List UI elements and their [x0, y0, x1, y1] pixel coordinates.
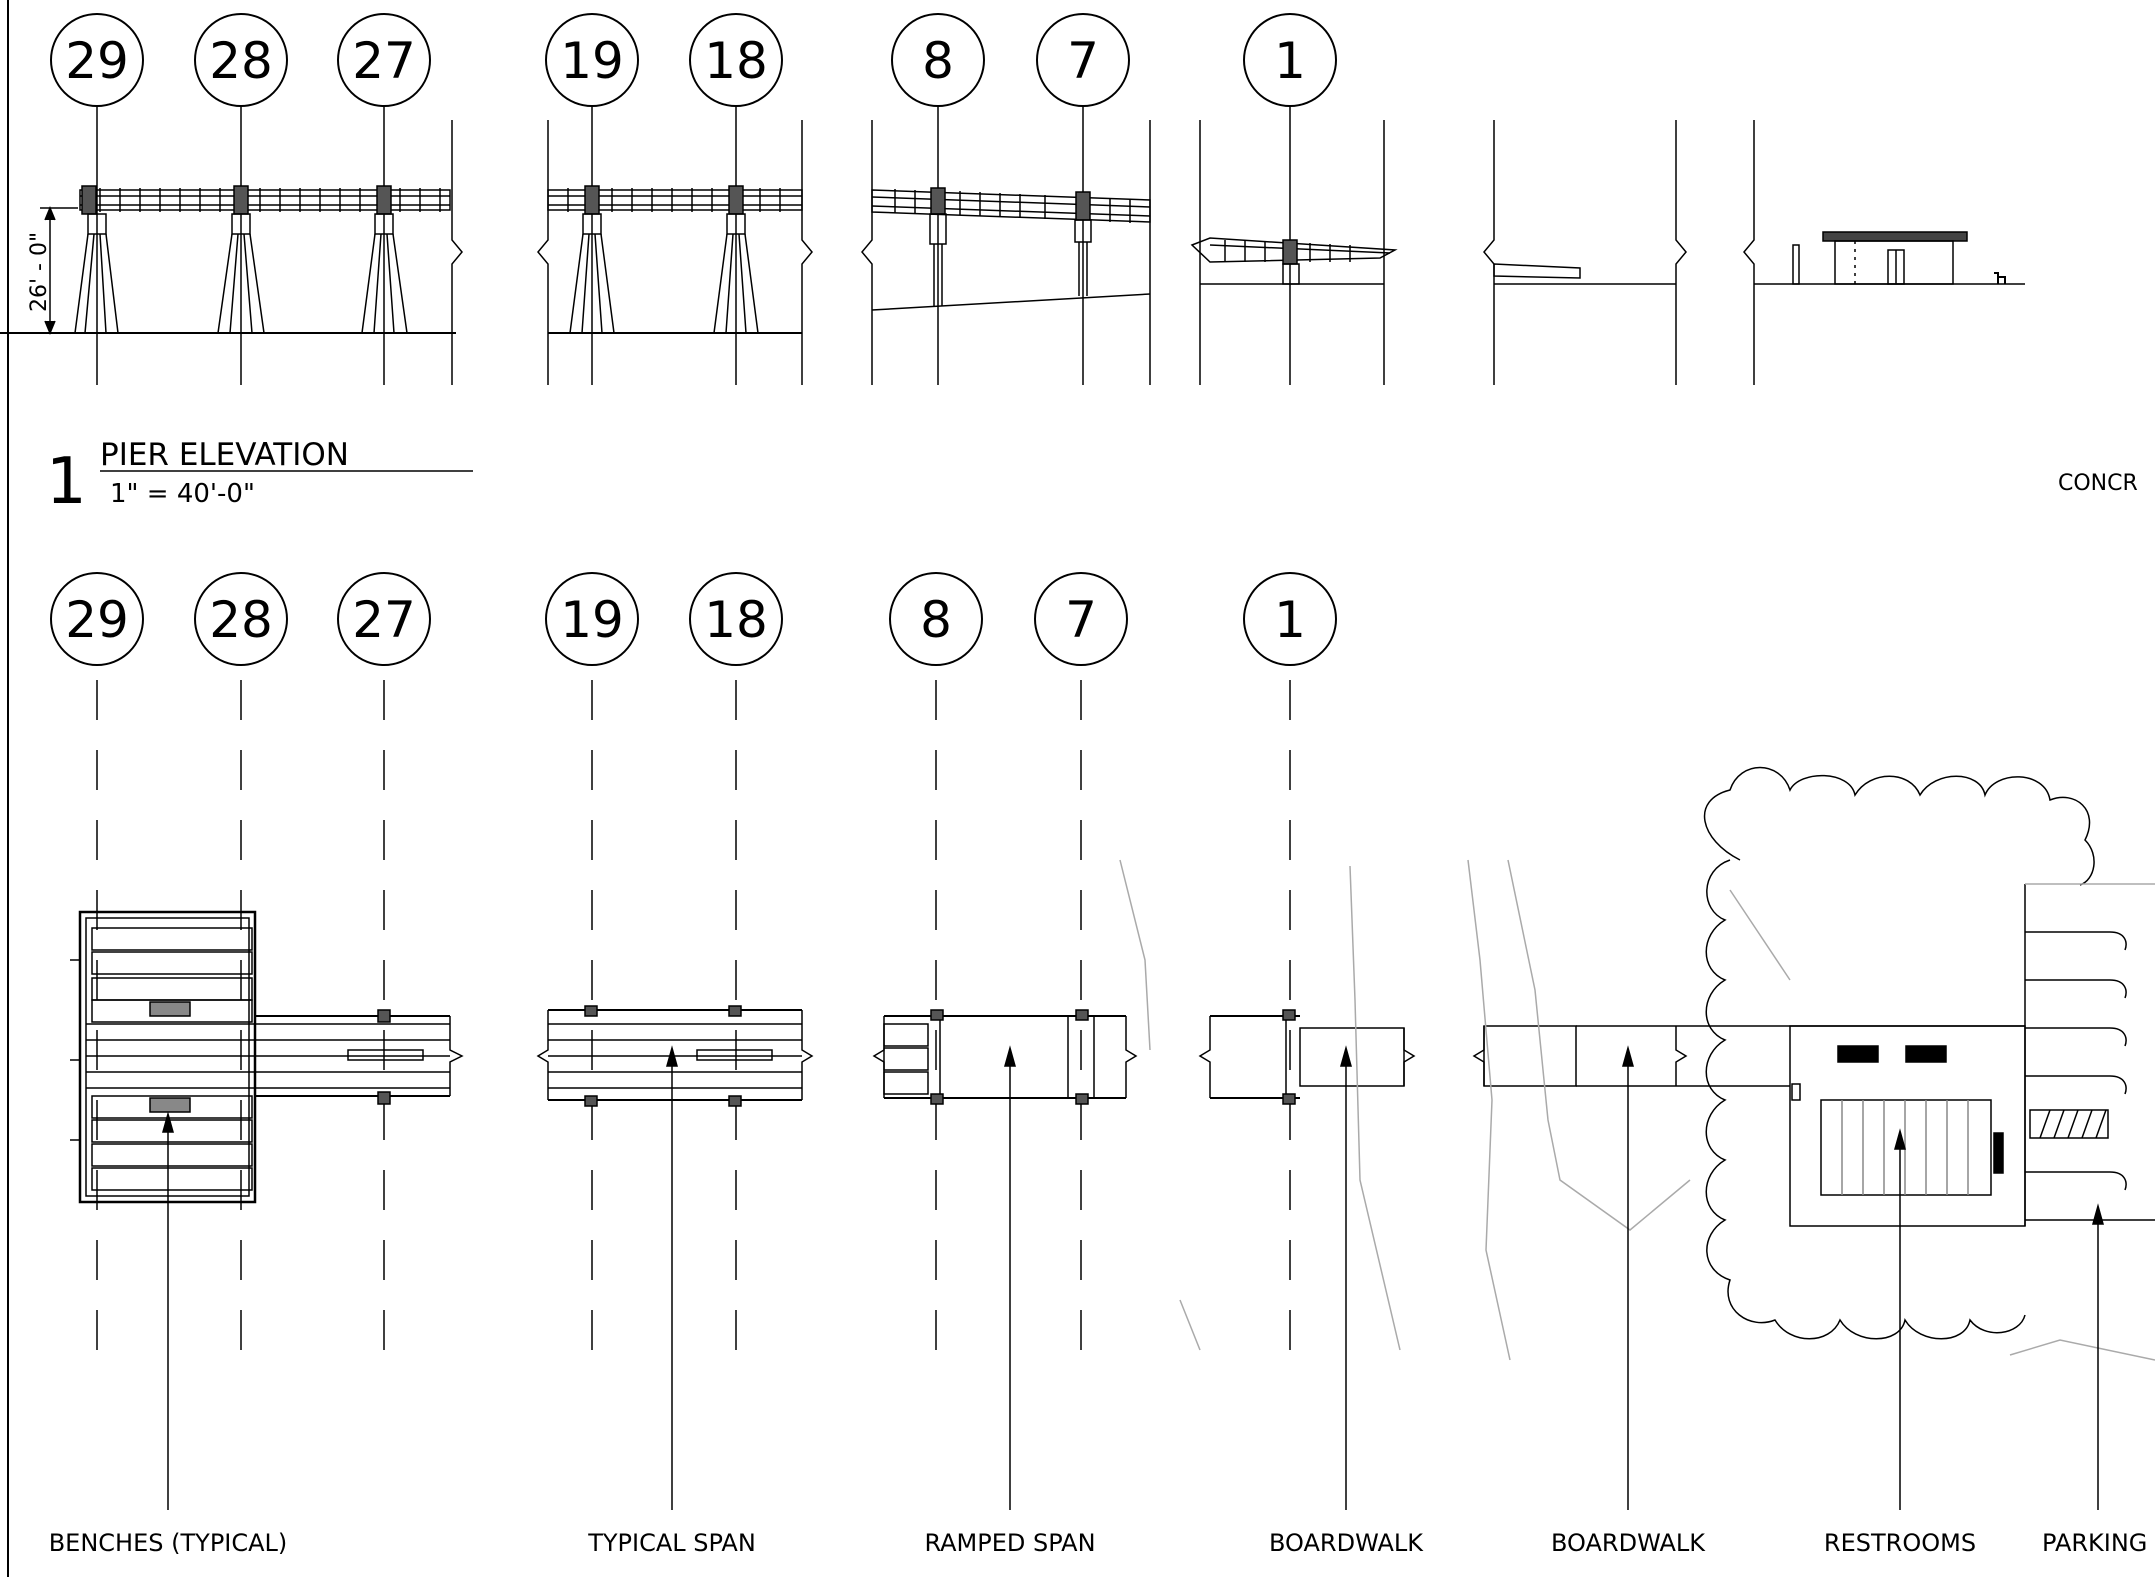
plan-typical-span: [536, 1005, 814, 1107]
label-benches: BENCHES (TYPICAL): [49, 1529, 288, 1557]
elevation-segment-pier-end: [0, 120, 463, 385]
label-typical-span: TYPICAL SPAN: [587, 1529, 756, 1557]
plan-leaders: [162, 1045, 2104, 1510]
elevation-segment-ramped: [861, 120, 1151, 385]
elev-bubble-label: 8: [922, 32, 954, 90]
plan-bubble-19[interactable]: [545, 572, 639, 666]
plan-shoreline: [1119, 859, 2155, 1361]
elevation-title-number: 1: [46, 445, 87, 519]
plan-bubble-1[interactable]: [1243, 572, 1337, 666]
label-restrooms: RESTROOMS: [1824, 1529, 1976, 1557]
elevation-grid-lines: [96, 106, 1291, 385]
height-dimension-label: 26' - 0": [27, 232, 52, 312]
plan-bubble-label: 19: [560, 591, 624, 649]
elev-bubble-label: 29: [65, 32, 129, 90]
elev-bubble-label: 19: [560, 32, 624, 90]
elevation-segment-abutment: [1190, 120, 1398, 385]
plan-bubble-label: 29: [65, 591, 129, 649]
elev-bubble-label: 7: [1067, 32, 1099, 90]
height-dimension: [40, 206, 78, 335]
plan-bubble-label: 28: [209, 591, 273, 649]
plan-boardwalk-1: [1198, 1009, 1416, 1105]
plan-pier-deck-tail: [86, 1009, 464, 1105]
plan-bubble-27[interactable]: [337, 572, 431, 666]
elevation-title-block: 1 PIER ELEVATION 1" = 40'-0": [46, 437, 473, 519]
plan-boardwalk-2: [1472, 1025, 1688, 1087]
elev-bubble-label: 27: [352, 32, 416, 90]
label-ramped-span: RAMPED SPAN: [924, 1529, 1095, 1557]
plan-bubble-label: 8: [920, 591, 952, 649]
plan-parking: [2024, 883, 2155, 1226]
plan-restroom-pad: [1676, 1025, 2026, 1227]
plan-bubble-label: 7: [1065, 591, 1097, 649]
elevation-bubble-labels: 29 28 27 19 18 8 7 1: [65, 32, 1306, 90]
elevation-title-name: PIER ELEVATION: [100, 437, 349, 473]
plan-bubble-label: 18: [704, 591, 768, 649]
label-boardwalk-1: BOARDWALK: [1269, 1529, 1424, 1557]
plan-bubble-label: 27: [352, 591, 416, 649]
plan-grid-lines: [96, 680, 1291, 1375]
plan-labels: BENCHES (TYPICAL) TYPICAL SPAN RAMPED SP…: [49, 1529, 2148, 1557]
plan-bubble-label: 1: [1274, 591, 1306, 649]
elev-bubble-label: 28: [209, 32, 273, 90]
elevation-segment-typical: [537, 120, 813, 385]
plan-bubble-7[interactable]: [1034, 572, 1128, 666]
label-parking: PARKING: [2042, 1529, 2147, 1557]
elevation-segment-restroom: [1743, 120, 2025, 385]
plan-bubble-8[interactable]: [889, 572, 983, 666]
elev-bubble-label: 18: [704, 32, 768, 90]
elev-bubble-label: 1: [1274, 32, 1306, 90]
plan-tree-canopy: [1703, 766, 2095, 1340]
plan-ramped-span: [872, 1009, 1138, 1105]
plan-bubble-29[interactable]: [50, 572, 144, 666]
elevation-segment-boardwalk: [1483, 120, 1687, 385]
plan-bubble-labels: 29 28 27 19 18 8 7 1: [65, 591, 1306, 649]
plan-bubble-28[interactable]: [194, 572, 288, 666]
elevation-title-scale: 1" = 40'-0": [110, 479, 255, 509]
cut-off-label: CONCR: [2058, 471, 2138, 496]
label-boardwalk-2: BOARDWALK: [1551, 1529, 1706, 1557]
plan-pier-head: [70, 910, 257, 1204]
plan-grid-bubbles: [50, 572, 1337, 666]
plan-bubble-18[interactable]: [689, 572, 783, 666]
